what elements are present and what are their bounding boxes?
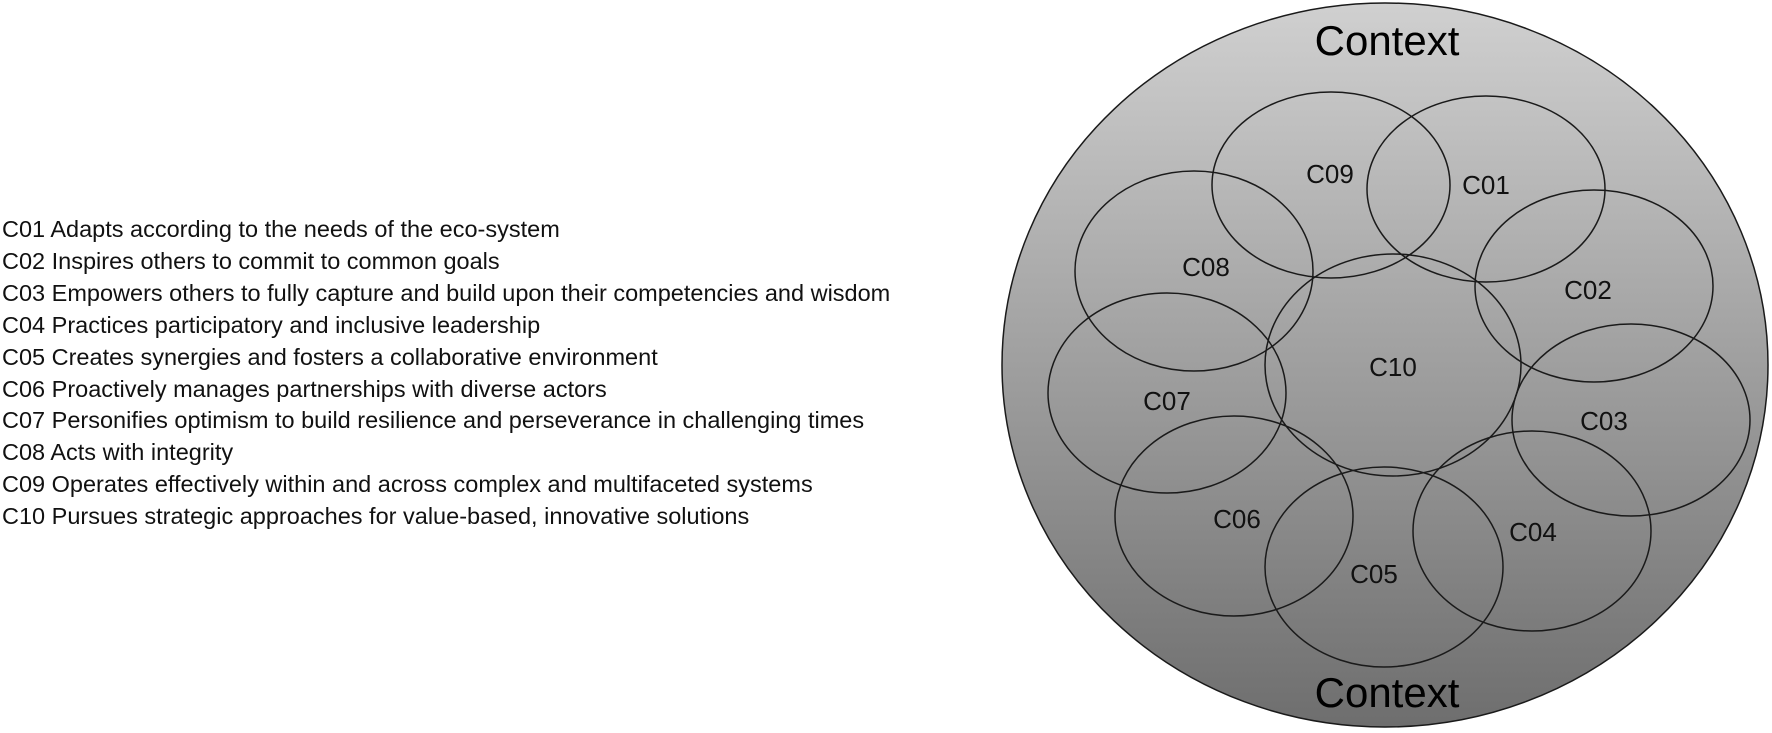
legend-item-c02: C02 Inspires others to commit to common …	[2, 247, 500, 274]
circle-label-c08: C08	[1182, 252, 1230, 282]
ring-c07	[1047, 292, 1287, 494]
legend-item-c08: C08 Acts with integrity	[2, 439, 234, 466]
ring-c06	[1114, 415, 1354, 617]
ring-c02	[1474, 189, 1714, 383]
ring-c01	[1366, 95, 1606, 283]
circle-label-c10: C10	[1369, 352, 1417, 382]
circle-label-c04: C04	[1509, 517, 1557, 547]
legend-item-c05: C05 Creates synergies and fosters a coll…	[2, 343, 658, 370]
legend-item-c04: C04 Practices participatory and inclusiv…	[2, 311, 541, 338]
legend-item-c09: C09 Operates effectively within and acro…	[2, 471, 813, 498]
ring-c04	[1412, 430, 1652, 632]
circle-label-c01: C01	[1462, 170, 1510, 200]
competency-legend: C01 Adapts according to the needs of the…	[2, 214, 890, 533]
context-circle	[1001, 2, 1769, 728]
ring-c10	[1264, 253, 1522, 477]
context-label-bottom: Context	[1315, 669, 1460, 716]
legend-item-c03: C03 Empowers others to fully capture and…	[2, 279, 891, 306]
legend-item-c06: C06 Proactively manages partnerships wit…	[2, 375, 607, 402]
context-label-top: Context	[1315, 17, 1460, 64]
ring-c05	[1264, 466, 1504, 668]
ring-c03	[1511, 323, 1751, 517]
legend-item-c07: C07 Personifies optimism to build resili…	[2, 407, 865, 434]
circle-label-c03: C03	[1580, 406, 1628, 436]
ring-c08	[1074, 170, 1314, 372]
circle-label-c07: C07	[1143, 386, 1191, 416]
circle-label-c05: C05	[1350, 559, 1398, 589]
legend-item-c01: C01 Adapts according to the needs of the…	[2, 216, 560, 242]
circle-label-c06: C06	[1213, 504, 1261, 534]
circle-label-c02: C02	[1564, 275, 1612, 305]
ring-c09	[1211, 91, 1451, 279]
circle-label-c09: C09	[1306, 159, 1354, 189]
legend-item-c10: C10 Pursues strategic approaches for val…	[2, 503, 750, 530]
